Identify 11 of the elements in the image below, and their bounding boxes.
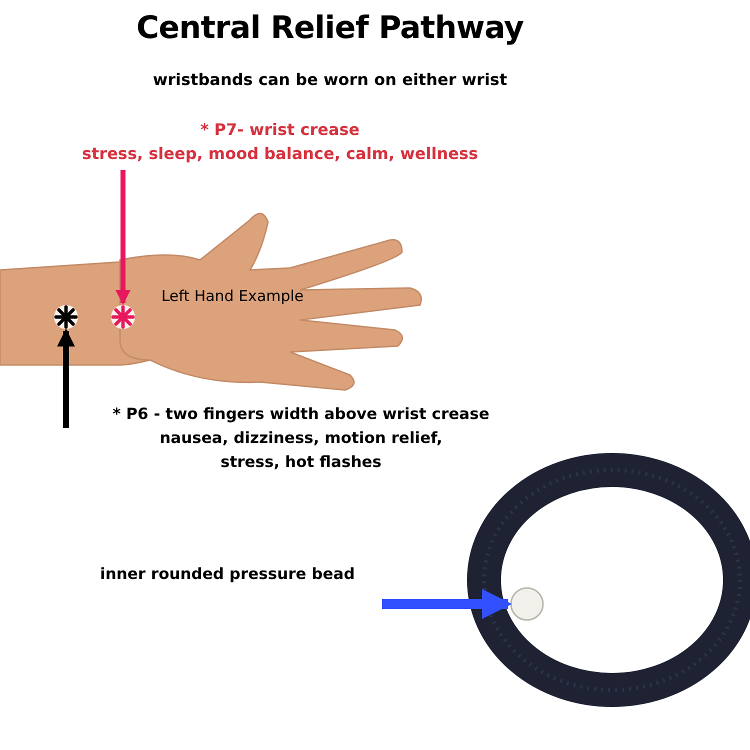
note-text: wristbands can be worn on either wrist — [152, 70, 508, 89]
arrow — [57, 328, 75, 428]
arrow — [382, 589, 512, 619]
benefits-text: nausea, dizziness, motion relief, stress, hot flashes — [158, 428, 444, 473]
arrow — [116, 170, 130, 305]
benefits-text: stress, sleep, mood balance, calm, wellness — [81, 143, 479, 165]
hand-label: Left Hand Example — [160, 286, 305, 307]
callout-text: inner rounded pressure bead — [100, 564, 356, 585]
point-heading: * P6 - two fingers width above wrist crease — [112, 404, 490, 425]
title: Central Relief Pathway — [135, 10, 525, 46]
point-heading: * P7- wrist crease — [199, 119, 361, 141]
